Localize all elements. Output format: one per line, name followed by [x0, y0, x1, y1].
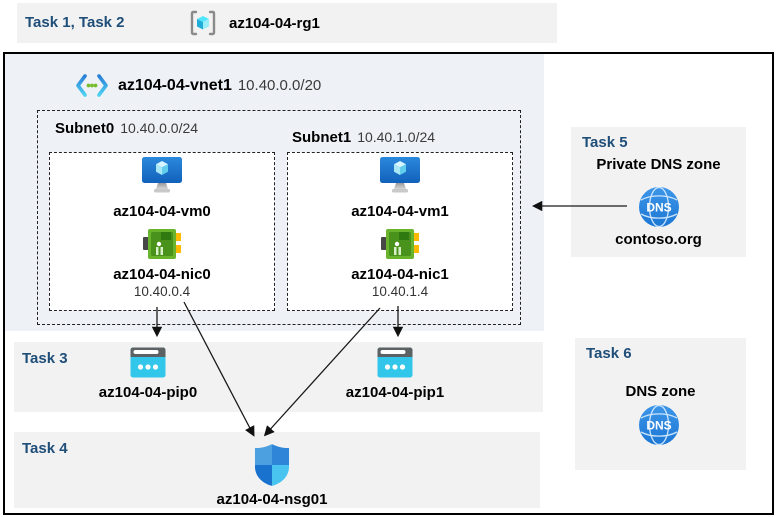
subnet1-label: Subnet1 10.40.1.0/24: [292, 129, 435, 146]
vnet-name: az104-04-vnet1: [118, 76, 232, 94]
network-interface-icon: [381, 226, 419, 262]
subnet0-label: Subnet0 10.40.0.0/24: [55, 120, 198, 137]
task4-band: Task 4 az104-04-nsg0: [14, 432, 540, 508]
subnet0-cidr: 10.40.0.0/24: [120, 120, 199, 136]
pip0-name: az104-04-pip0: [98, 384, 198, 401]
task12-band: Task 1, Task 2 az104-04-rg1: [17, 3, 557, 43]
pip1-group: az104-04-pip1: [330, 346, 460, 401]
dns-zone-icon: DNS: [638, 404, 680, 446]
task3-label: Task 3: [22, 350, 68, 367]
task6-box: Task 6 DNS zone DNS: [575, 338, 746, 470]
vnet-title: az104-04-vnet1 10.40.0.0/20: [118, 77, 321, 95]
task4-label: Task 4: [22, 440, 68, 457]
vnet-cidr: 10.40.0.0/20: [237, 76, 322, 94]
task6-label: Task 6: [586, 345, 632, 362]
dns-icon-text: DNS: [646, 201, 671, 215]
task5-box: Task 5 Private DNS zone DNS contoso.org: [571, 127, 746, 257]
nsg-name: az104-04-nsg01: [216, 491, 328, 508]
task3-band: Task 3 az104-04-pip0: [14, 342, 543, 412]
virtual-network-icon: [75, 72, 109, 99]
dns-icon-text: DNS: [646, 419, 671, 433]
nic0-ip: 10.40.0.4: [133, 284, 191, 299]
task5-label: Task 5: [582, 134, 628, 151]
private-dns-zone-icon: DNS: [638, 186, 680, 228]
vm1-name: az104-04-vm1: [351, 203, 449, 220]
nsg-group: az104-04-nsg01: [198, 443, 346, 508]
subnet1-box: az104-04-vm1 az104-04-nic1 10.40.1.4: [287, 152, 513, 311]
private-dns-zone-title: Private DNS zone: [596, 156, 721, 173]
nic0-name: az104-04-nic0: [113, 266, 211, 283]
nsg-shield-icon: [253, 443, 291, 487]
private-dns-zone-name: contoso.org: [615, 231, 702, 248]
resource-group-name: az104-04-rg1: [229, 15, 320, 32]
public-ip-icon: [130, 346, 166, 379]
virtual-machine-icon: [140, 156, 184, 196]
nic1-name: az104-04-nic1: [351, 266, 449, 283]
vm0-name: az104-04-vm0: [113, 203, 211, 220]
network-interface-icon: [143, 226, 181, 262]
dns-zone-title: DNS zone: [625, 383, 696, 400]
pip1-name: az104-04-pip1: [345, 384, 445, 401]
task12-label: Task 1, Task 2: [25, 14, 125, 31]
public-ip-icon: [377, 346, 413, 379]
subnet0-name: Subnet0: [55, 120, 115, 137]
subnet1-name: Subnet1: [292, 129, 352, 146]
virtual-machine-icon: [378, 156, 422, 196]
vnet-header: az104-04-vnet1 10.40.0.0/20: [75, 72, 321, 99]
resource-group-icon: [188, 8, 218, 38]
diagram-border: [3, 52, 774, 515]
nic1-ip: 10.40.1.4: [371, 284, 429, 299]
subnet1-cidr: 10.40.1.0/24: [357, 129, 436, 145]
pip0-group: az104-04-pip0: [83, 346, 213, 401]
subnet0-box: az104-04-vm0 az104-04-nic0 10.40.0.4: [49, 152, 275, 311]
